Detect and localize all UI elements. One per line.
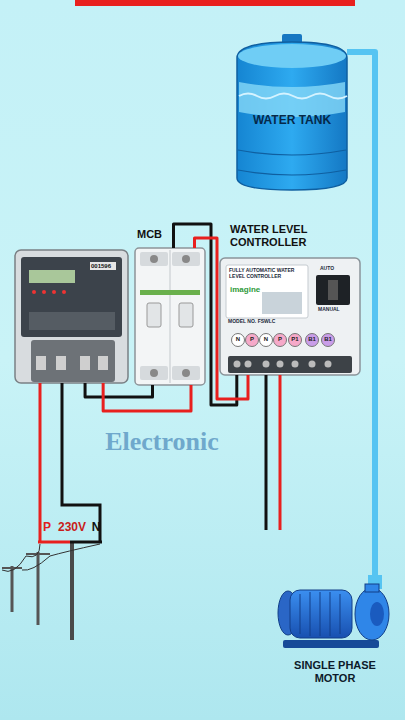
terminal-label: P [42,521,52,534]
motor-drawing [278,575,389,648]
mcb-breaker: MCB [135,248,205,385]
terminal-label: P1 [289,336,301,343]
terminal-label: P [246,336,258,343]
tank-drawing [237,34,347,190]
node-text: MANUAL [318,307,340,313]
node-text: imagine [230,285,260,294]
motor-wire [265,375,268,530]
node-text: FULLY AUTOMATIC WATER LEVEL CONTROLLER [229,268,305,280]
title-bar [75,0,355,6]
terminal-label: N [260,336,272,343]
water-pipe [347,52,375,575]
water-tank: WATER TANK [237,40,347,190]
wire [85,383,152,397]
terminal-label: N [90,521,102,534]
wire-connector [85,383,191,411]
energy-meter: 001596 [15,250,128,383]
level-controller: WATER LEVEL CONTROLLERFULLY AUTOMATIC WA… [220,258,360,375]
node-text: MODEL NO. FSWLC [228,319,275,325]
terminal-label: 230V [54,521,90,534]
mcb-drawing [135,248,205,385]
wire-connector [174,224,249,405]
node-text: AUTO [320,266,334,272]
terminal-label: B1 [306,336,318,343]
node-title: SINGLE PHASE MOTOR [285,659,385,684]
terminal-label: N [232,336,244,343]
motor-wire [279,375,282,530]
node-title: WATER TANK [247,114,337,128]
terminal-label: B1 [322,336,334,343]
wire [347,52,375,575]
pump-motor: SINGLE PHASE MOTOR [275,575,395,650]
node-title: MCB [137,228,162,241]
supply-poles [2,383,102,640]
node-title: 001596 [90,263,112,270]
watermark: Electronic [92,428,232,457]
node-title: WATER LEVEL CONTROLLER [230,223,355,248]
wire [174,224,237,405]
meter-drawing [15,250,128,383]
controller-drawing [220,258,360,375]
terminal-label: P [274,336,286,343]
wire [103,383,191,411]
